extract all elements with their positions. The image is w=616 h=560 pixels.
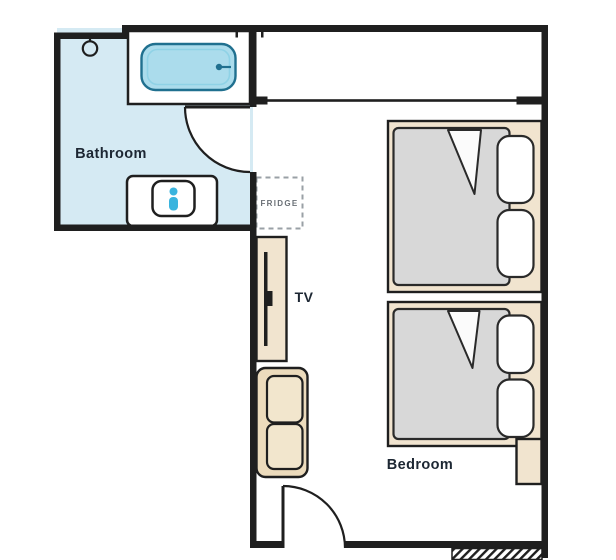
wall-bathroom-right-upper <box>250 25 257 107</box>
sink-icon <box>81 40 99 57</box>
blanket-fold-icon <box>447 129 482 195</box>
fridge-icon <box>255 176 304 230</box>
window-line <box>267 99 517 102</box>
sofa-cushion <box>265 422 304 471</box>
bathtub-drain-icon <box>215 63 223 71</box>
bathroom-door-swing <box>185 107 250 172</box>
bathroom-door-arc-icon <box>183 106 251 174</box>
tv-label: TV <box>295 289 314 305</box>
sofa-cushion <box>265 374 304 424</box>
wall-bathroom-top <box>54 32 128 39</box>
toilet-icon <box>125 174 219 228</box>
pillow <box>496 208 535 279</box>
tv-icon <box>264 252 268 346</box>
pillow <box>496 134 535 205</box>
wall-bathroom-left <box>54 32 61 231</box>
window-hatch-icon <box>451 547 543 560</box>
mattress <box>392 307 511 441</box>
wall-tick <box>261 32 264 38</box>
sofa-icon <box>255 366 309 479</box>
bed-2 <box>386 300 543 448</box>
tv-mount-icon <box>267 291 273 306</box>
mattress <box>392 126 511 287</box>
bathtub-icon <box>140 42 237 92</box>
wall-tick <box>235 32 238 38</box>
wall-bottom-left-stub <box>250 541 283 548</box>
pillow <box>496 378 535 439</box>
window-wall-stub-right <box>516 96 542 105</box>
wall-right <box>541 25 548 558</box>
pillow <box>496 314 535 375</box>
entry-door-arc-icon <box>282 484 347 549</box>
nightstand-icon <box>515 437 543 486</box>
wall-top-step <box>122 25 129 39</box>
wall-bathroom-bottom <box>54 224 257 231</box>
fridge-label: FRIDGE <box>260 199 298 208</box>
wall-interior-left <box>250 172 257 548</box>
wall-top <box>122 25 548 32</box>
window-wall-stub-left <box>256 96 268 105</box>
bedroom-label: Bedroom <box>387 457 453 473</box>
bathroom-label: Bathroom <box>75 146 147 162</box>
bed-1 <box>386 119 543 294</box>
toilet-flush-dot-icon <box>169 187 178 196</box>
blanket-fold-icon <box>447 310 481 369</box>
wall-bottom-right <box>345 541 548 548</box>
toilet-flush-bar-icon <box>169 197 178 211</box>
